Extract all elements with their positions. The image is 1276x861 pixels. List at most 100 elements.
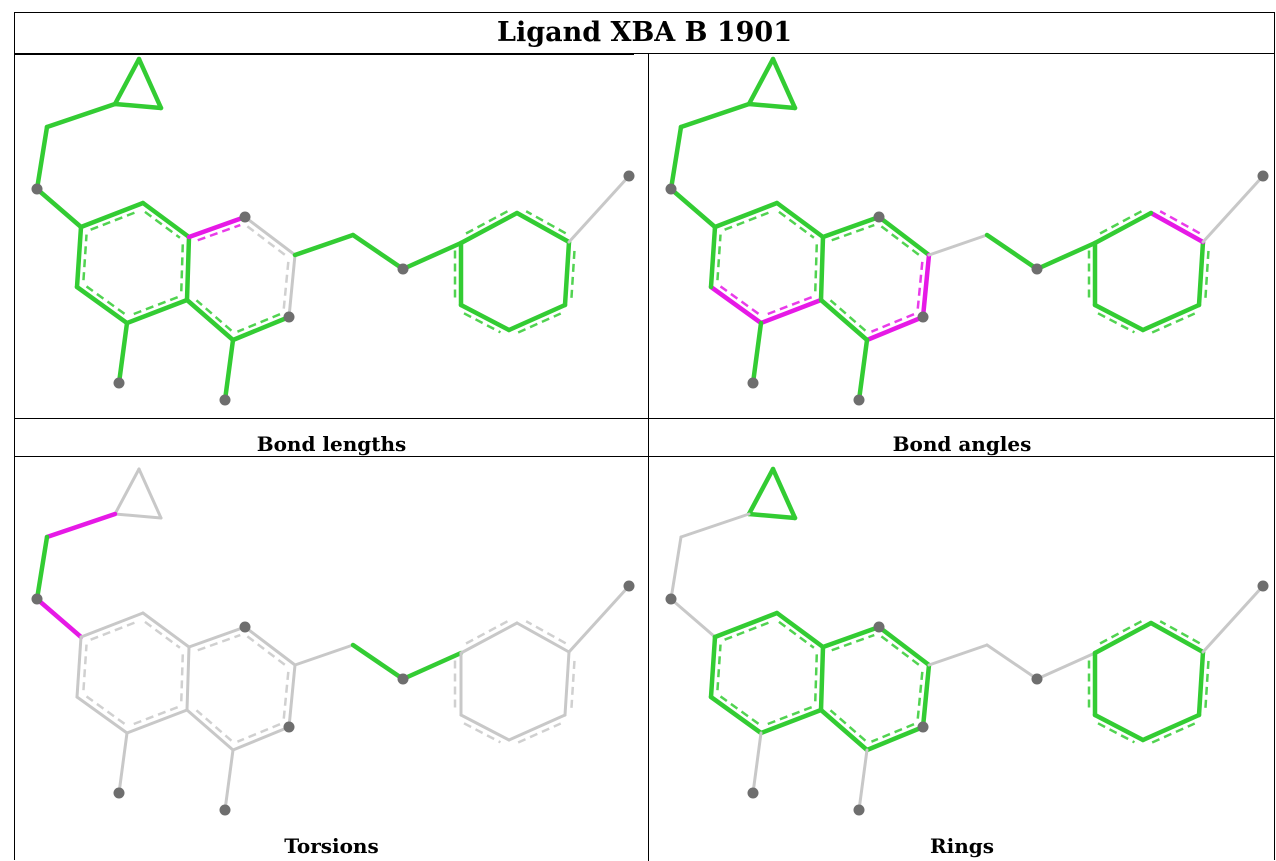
aromatic-bond-a2-a3 — [144, 210, 181, 239]
bond-a5-a6 — [708, 694, 764, 736]
bond-cp2-cp3 — [112, 101, 164, 111]
bond-n2-b1 — [1034, 240, 1098, 272]
bond-a6-a1 — [75, 635, 83, 699]
bond-c9-ch2b — [927, 643, 989, 667]
bond-b5-b6 — [1148, 620, 1206, 655]
bond-a3-a4 — [185, 645, 191, 712]
bond-b2-b3 — [1092, 712, 1146, 743]
bond-b5-me3 — [567, 584, 631, 654]
bond-ch2b-n2 — [985, 643, 1039, 681]
aromatic-bond-b6-b1 — [464, 620, 509, 646]
bond-b6-b1 — [459, 621, 519, 655]
bond-a3-o1 — [187, 625, 247, 649]
aromatic-bond-b5-b6 — [1159, 620, 1201, 645]
bond-cp2-ch2a — [678, 101, 752, 130]
bond-o1-c9 — [876, 214, 932, 258]
atom-o1 — [873, 621, 885, 633]
atom-n2 — [397, 263, 409, 275]
bond-c10-c11 — [231, 725, 291, 752]
bond-n2-b1 — [400, 650, 464, 682]
atom-n2 — [1031, 263, 1043, 275]
bond-b2-b3 — [459, 713, 511, 742]
aromatic-bond-a3-o1 — [197, 223, 241, 242]
bond-a6-a1 — [74, 224, 84, 290]
bond-a3-o1 — [186, 214, 248, 240]
bond-ch2a-n1 — [34, 124, 50, 192]
bond-b6-b1 — [1092, 210, 1154, 246]
aromatic-bond-a4-a5 — [131, 295, 179, 316]
atom-o1 — [873, 211, 885, 223]
bond-o1-c9 — [876, 624, 932, 668]
bond-cp2-cp3 — [113, 512, 163, 520]
panel-bond-lengths — [15, 55, 648, 418]
figure-frame — [14, 12, 1275, 860]
bond-a2-a3 — [774, 610, 826, 650]
bond-c10-c11 — [864, 724, 926, 753]
aromatic-bond-a4-a5 — [131, 705, 179, 726]
bond-b2-b3 — [458, 302, 512, 333]
aromatic-bond-b3-b4 — [1151, 722, 1196, 744]
bond-a3-o1 — [820, 214, 882, 240]
aromatic-bond-a2-a3 — [778, 210, 815, 239]
panel-torsions — [15, 457, 648, 830]
bond-a3-a4 — [818, 234, 826, 303]
aromatic-bond-a6-a1 — [716, 234, 722, 281]
bond-c9-c10 — [287, 253, 297, 319]
aromatic-bond-a3-a4 — [813, 244, 819, 293]
aromatic-bond-a3-a4 — [813, 654, 819, 703]
aromatic-bond-b5-b6 — [525, 210, 567, 235]
bond-cp2-cp3 — [746, 101, 798, 111]
bond-c11-me2 — [222, 337, 236, 403]
bond-b6-b1 — [458, 210, 520, 246]
figure-title: Ligand XBA B 1901 — [14, 12, 1275, 54]
caption-bond-angles: Bond angles — [892, 432, 1032, 456]
atom-c10 — [283, 721, 295, 733]
bond-ch2b-n2 — [350, 232, 406, 272]
atom-me2 — [853, 804, 865, 816]
atom-me2 — [853, 394, 865, 406]
atom-c10 — [283, 311, 295, 323]
atom-n2 — [1031, 673, 1043, 685]
aromatic-bond-b5-b6 — [1159, 210, 1201, 235]
bond-cp3-cp1 — [770, 466, 798, 521]
aromatic-bond-a5-a6 — [85, 695, 126, 725]
panel-inner-rule-right — [648, 456, 1275, 457]
aromatic-bond-c11-a4 — [195, 299, 233, 332]
bond-b5-me3 — [567, 174, 631, 244]
aromatic-bond-b6-b1 — [464, 210, 509, 236]
bond-a3-a4 — [184, 234, 192, 303]
bond-c9-c10 — [920, 252, 932, 320]
bond-o1-c9 — [243, 215, 297, 257]
bond-cp3-cp1 — [137, 467, 163, 520]
aromatic-bond-a4-a5 — [765, 295, 813, 316]
aromatic-bond-b4-b5 — [1204, 659, 1210, 708]
bond-cp1-cp2 — [112, 56, 142, 107]
aromatic-bond-c10-c11 — [870, 723, 915, 743]
bond-b5-me3 — [1201, 584, 1265, 654]
aromatic-bond-a4-a5 — [765, 705, 813, 726]
aromatic-bond-a2-a3 — [144, 620, 181, 649]
bond-c11-a4 — [818, 297, 870, 343]
aromatic-bond-c11-a4 — [829, 299, 867, 332]
molecule-torsions — [31, 467, 635, 816]
bond-n1-a1 — [669, 597, 717, 639]
bond-a6-a1 — [708, 634, 718, 700]
aromatic-bond-b6-b1 — [1098, 210, 1143, 236]
atom-me3 — [1257, 580, 1269, 592]
bond-b2-b3 — [1092, 302, 1146, 333]
aromatic-bond-b2-b3 — [463, 312, 502, 334]
bond-n2-b1 — [400, 240, 464, 272]
atom-me3 — [1257, 170, 1269, 182]
bond-c11-a4 — [818, 707, 870, 753]
bond-a1-a2 — [712, 610, 780, 640]
bond-c9-ch2b — [927, 233, 989, 257]
bond-a5-me1 — [751, 731, 763, 795]
aromatic-bond-a3-o1 — [831, 223, 875, 242]
aromatic-bond-c10-c11 — [870, 313, 915, 333]
bond-a5-me1 — [116, 320, 130, 386]
aromatic-bond-b2-b3 — [463, 722, 502, 744]
bond-c10-c11 — [230, 314, 292, 343]
bond-n1-a1 — [668, 186, 718, 230]
aromatic-bond-a3-a4 — [179, 244, 185, 293]
bond-ch2a-n1 — [668, 124, 684, 192]
